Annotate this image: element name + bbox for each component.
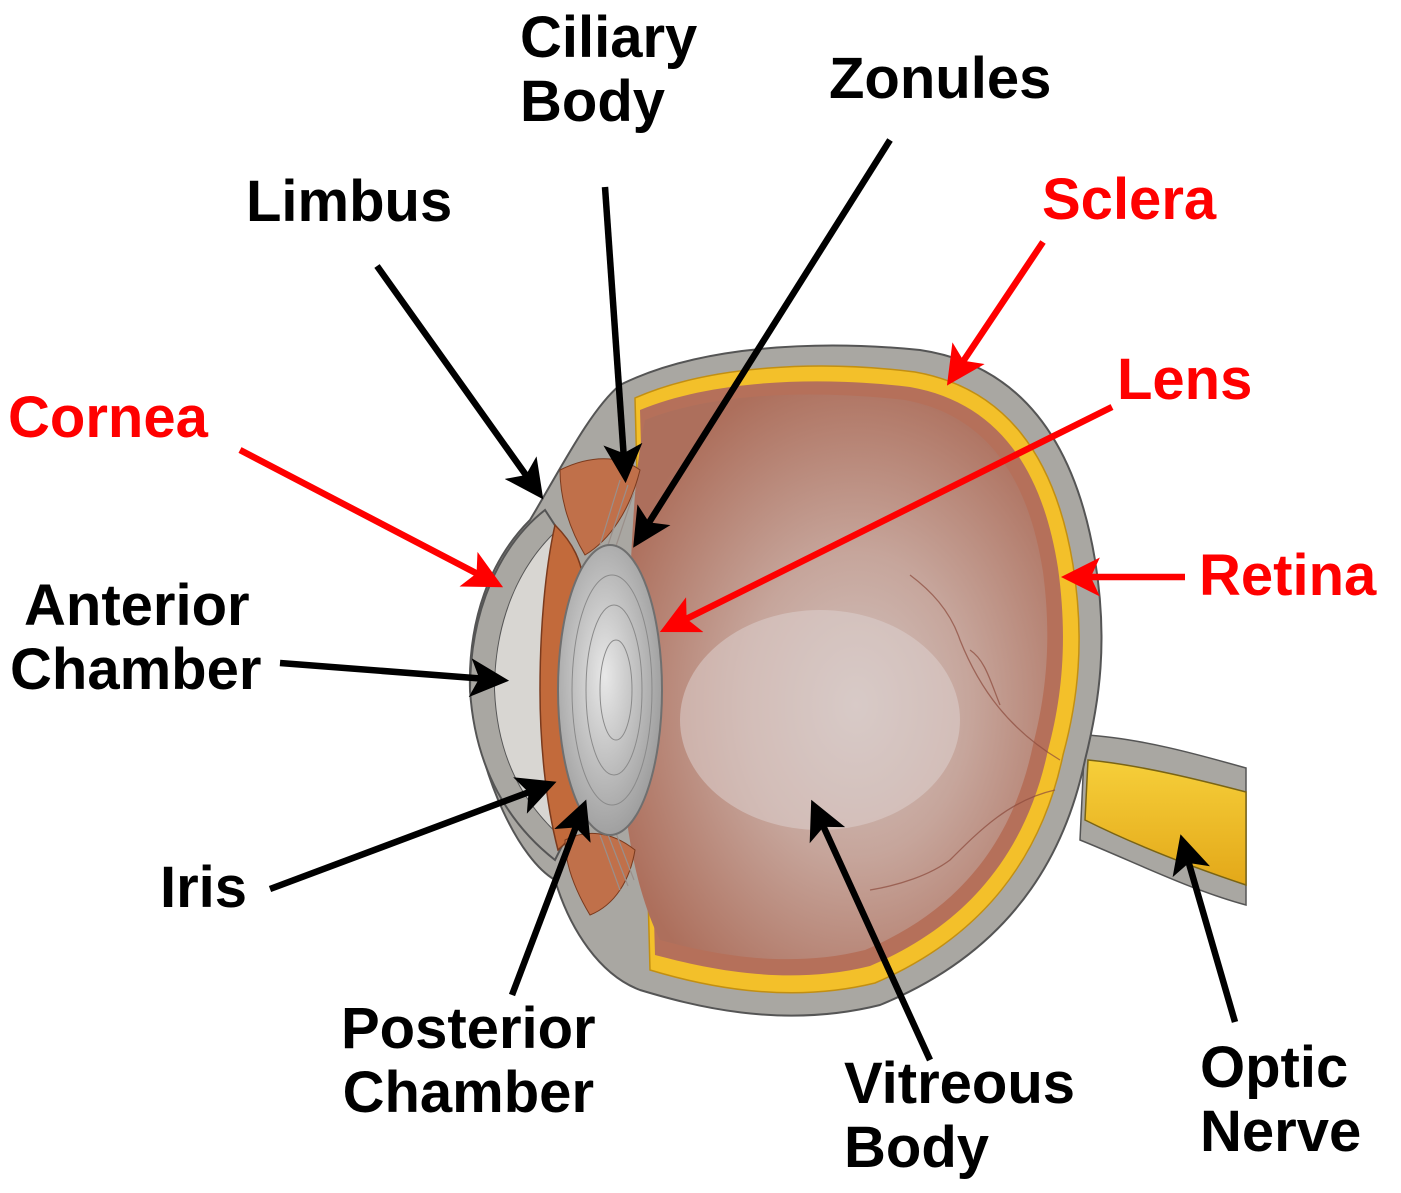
label-cornea: Cornea — [8, 386, 208, 450]
arrow-cornea — [240, 450, 495, 583]
label-limbus: Limbus — [246, 170, 452, 234]
label-sclera: Sclera — [1042, 168, 1216, 232]
arrow-iris — [270, 785, 548, 889]
label-zonules: Zonules — [829, 47, 1051, 111]
label-lens: Lens — [1117, 348, 1252, 412]
label-optic-nerve: Optic Nerve — [1200, 1036, 1361, 1164]
arrow-limbus — [377, 266, 538, 492]
label-retina: Retina — [1199, 544, 1376, 608]
label-posterior-chamber: Posterior Chamber — [341, 997, 596, 1125]
label-anterior-chamber: Anterior Chamber — [10, 574, 261, 702]
label-vitreous-body: Vitreous Body — [844, 1052, 1075, 1180]
lens — [558, 545, 662, 835]
arrow-sclera — [952, 242, 1043, 378]
arrow-anterior-chamber — [280, 663, 500, 680]
vitreous-highlight — [680, 610, 960, 830]
label-iris: Iris — [160, 856, 247, 920]
label-ciliary-body: Ciliary Body — [520, 6, 697, 134]
